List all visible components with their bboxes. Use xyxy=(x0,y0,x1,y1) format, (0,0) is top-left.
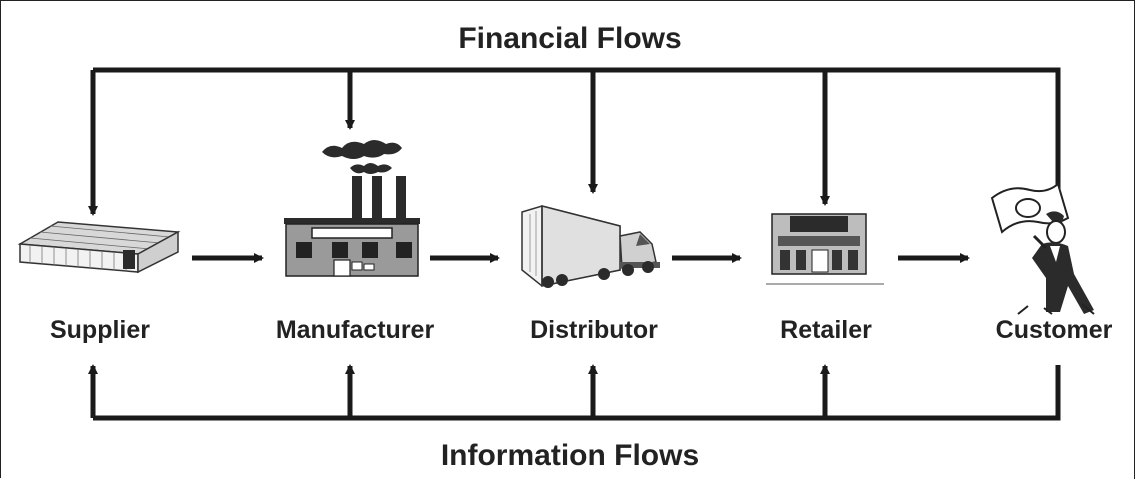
truck-icon xyxy=(521,205,660,288)
information-flows-lines xyxy=(88,364,1061,421)
financial-flows-lines xyxy=(88,67,1061,216)
label-customer: Customer xyxy=(996,316,1113,344)
label-supplier: Supplier xyxy=(50,316,150,344)
financial-flows-title: Financial Flows xyxy=(458,22,681,55)
information-flows-title: Information Flows xyxy=(441,439,699,472)
store-icon xyxy=(766,213,884,285)
label-retailer: Retailer xyxy=(780,316,872,344)
financial-main-line xyxy=(93,67,1061,198)
information-main-line xyxy=(93,365,1061,421)
label-manufacturer: Manufacturer xyxy=(276,316,435,344)
node-labels: Supplier Manufacturer Distributor Retail… xyxy=(50,316,1113,344)
customer-with-money-icon xyxy=(990,182,1095,315)
factory-icon xyxy=(284,140,420,277)
warehouse-icon xyxy=(17,221,181,274)
label-distributor: Distributor xyxy=(530,316,658,344)
